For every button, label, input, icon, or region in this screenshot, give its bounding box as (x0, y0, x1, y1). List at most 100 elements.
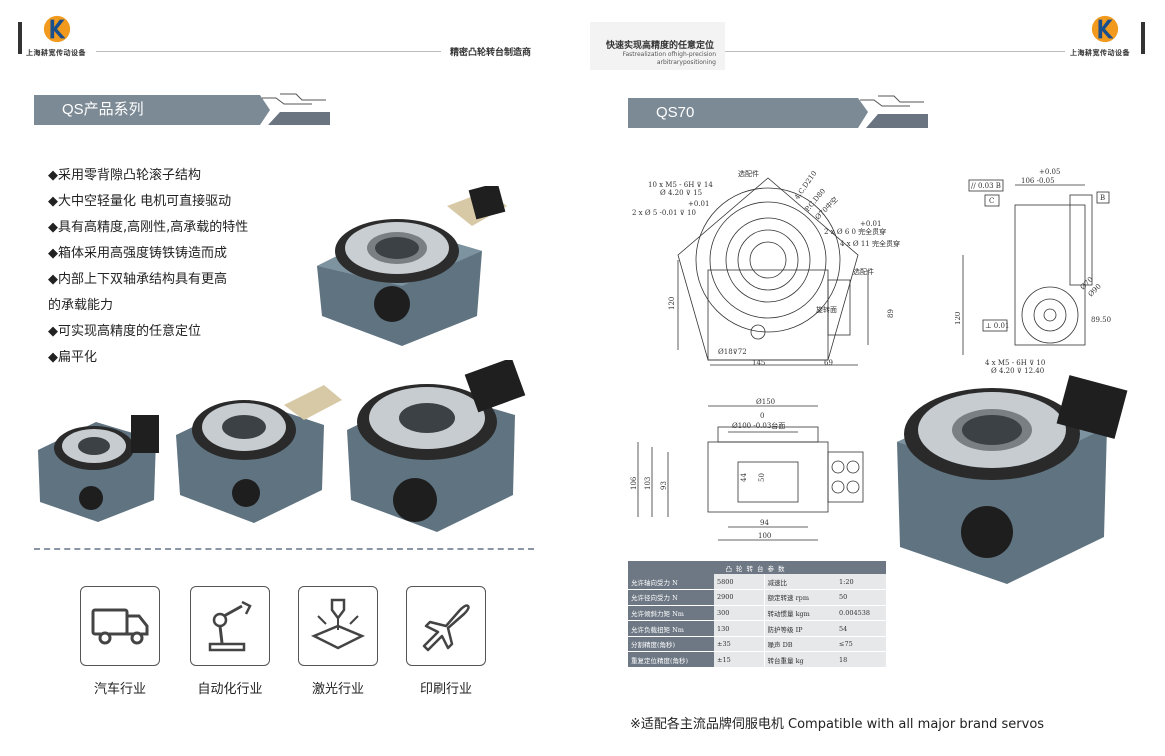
company-logo-left (42, 14, 72, 48)
feature-item: ◆大中空轻量化 电机可直接驱动 (48, 194, 232, 209)
industry-label-auto: 汽车行业 (93, 682, 146, 697)
product-image-small-3 (347, 360, 526, 532)
param-value: 130 (714, 620, 764, 637)
tagline-right-en-2: arbitrarypositioning (656, 59, 716, 66)
dwg-label: 2 x Ø 6 0 完全贯穿 (824, 227, 886, 236)
section-banner-right: QS70 (628, 98, 856, 128)
banner-decoration-left (250, 93, 330, 125)
dwg-label: 93 (660, 481, 668, 490)
banner-decoration-right (848, 95, 928, 128)
tagline-right-en-1: Fastrealization ofhigh-precision (622, 51, 716, 58)
param-key: 允许轴向受力 N (628, 574, 714, 591)
param-key: 允许负载扭矩 Nm (628, 620, 714, 637)
param-value: 1:20 (836, 574, 886, 591)
airplane-icon (422, 604, 470, 652)
dwg-label: Ø 4.20 ⊽ 12.40 (991, 367, 1044, 375)
product-image-qs70 (897, 375, 1128, 584)
dwg-label: 69 (824, 359, 833, 367)
feature-item: ◆具有高精度,高刚性,高承载的特性 (48, 220, 249, 235)
param-key: 减速比 (763, 574, 836, 591)
dwg-label: Ø18⊽72 (718, 348, 747, 356)
feature-item: ◆箱体采用高强度铸铁铸造而成 (48, 246, 227, 261)
robot-arm-icon (208, 600, 252, 652)
param-value: 18 (836, 651, 886, 669)
header-right-bar (1141, 22, 1145, 54)
dwg-label: 145 (752, 359, 765, 367)
dwg-label: // 0.03 B (971, 182, 1001, 190)
param-value: ±35 (714, 636, 764, 653)
header-line-left (96, 51, 441, 52)
dwg-label: 120 (955, 312, 962, 325)
dwg-label: 10 x M5 - 6H ⊽ 14 (648, 181, 713, 189)
dwg-label: 2 x Ø 5 -0.01 ⊽ 10 (632, 209, 696, 217)
dwg-label: 4 x Ø 11 完全贯穿 (840, 239, 900, 248)
feature-list: ◆采用零背隙凸轮滚子结构 ◆大中空轻量化 电机可直接驱动 ◆具有高精度,高刚性,… (48, 163, 298, 371)
parameter-table: 凸轮转台参数 允许轴向受力 N 5800 减速比 1:20 允许径向受力 N 2… (628, 561, 886, 669)
company-logo-right (1090, 14, 1120, 48)
dwg-label: ⊥ 0.01 (985, 322, 1009, 330)
param-value: 5800 (714, 574, 764, 591)
param-key: 额定转速 rpm (763, 589, 836, 606)
dwg-label: 0 (760, 412, 764, 420)
industry-label-laser: 激光行业 (311, 682, 364, 697)
industry-label-automation: 自动化行业 (197, 682, 263, 697)
feature-item: ◆内部上下双轴承结构具有更高 (48, 272, 227, 287)
dwg-label: 89.50 (1091, 316, 1111, 324)
company-name-right: 上海耕宽传动设备 (1070, 49, 1130, 57)
dwg-label: 100 (758, 532, 771, 540)
param-key: 防护等级 IP (763, 620, 836, 637)
param-key: 分割精度(角秒) (628, 636, 714, 653)
table-row: 允许倾斜力矩 Nm 300 转动惯量 kgm 0.004538 (628, 605, 886, 622)
truck-icon-box (80, 586, 160, 666)
table-row: 分割精度(角秒) ±35 噪声 DB ≤75 (628, 636, 886, 653)
param-value: ≤75 (836, 636, 886, 653)
header-tagline-box (590, 22, 725, 70)
dwg-label: 旋转面 (816, 305, 837, 314)
dwg-label: +0.01 (688, 200, 709, 208)
param-value: 300 (714, 605, 764, 622)
drawing-front-view: Ø150 0 Ø100 -0.03台面 106 103 93 44 50 94 … (630, 398, 864, 541)
dwg-label: C (989, 197, 994, 205)
param-key: 允许径向受力 N (628, 589, 714, 606)
param-key: 转台重量 kg (763, 651, 836, 669)
dwg-label: 106 -0.05 (1021, 177, 1055, 185)
dwg-label: 50 (758, 473, 766, 482)
param-value: 2900 (714, 589, 764, 606)
param-value: 50 (836, 589, 886, 606)
param-key: 噪声 DB (763, 636, 836, 653)
param-key: 允许倾斜力矩 Nm (628, 605, 714, 622)
feature-item: 的承载能力 (48, 298, 114, 313)
dwg-label: Ø100 -0.03台面 (732, 421, 785, 430)
drawing-top-view: 选配件 10 x M5 - 6H ⊽ 14 Ø 4.20 ⊽ 15 +0.01 … (632, 169, 900, 367)
param-value: 0.004538 (836, 605, 886, 622)
airplane-icon-box (406, 586, 486, 666)
servo-compat-note: ※适配各主流品牌伺服电机 Compatible with all major b… (630, 717, 1045, 732)
feature-item: ◆采用零背隙凸轮滚子结构 (48, 168, 201, 183)
section-banner-left: QS产品系列 (34, 95, 259, 125)
table-title: 凸轮转台参数 (628, 561, 886, 574)
tagline-left: 精密凸轮转台制造商 (450, 48, 532, 58)
dwg-label: Ø150 (756, 398, 775, 406)
header-left-bar (18, 22, 22, 54)
table-row: 允许轴向受力 N 5800 减速比 1:20 (628, 574, 886, 591)
robot-arm-icon-box (190, 586, 270, 666)
feature-item: ◆可实现高精度的任意定位 (48, 324, 201, 339)
product-image-small-1 (38, 415, 159, 522)
drawing-side-view: +0.05 106 -0.05 // 0.03 B C B Ø70 Ø90 89… (955, 168, 1111, 375)
dwg-label: 120 (668, 297, 676, 310)
table-row: 允许径向受力 N 2900 额定转速 rpm 50 (628, 589, 886, 606)
dwg-label: 选配件 (853, 267, 874, 276)
laser-icon (310, 598, 366, 650)
dwg-label: +0.05 (1039, 168, 1060, 176)
dwg-label: 4 x M5 - 6H ⊽ 10 (985, 359, 1045, 367)
dwg-label: 选配件 (738, 169, 759, 178)
product-image-small-2 (176, 385, 342, 523)
dwg-label: 106 (630, 476, 638, 490)
dwg-label: +0.01 (860, 220, 881, 228)
section-divider (34, 548, 534, 550)
dwg-label: Ø 4.20 ⊽ 15 (660, 189, 702, 197)
laser-icon-box (298, 586, 378, 666)
table-row: 允许负载扭矩 Nm 130 防护等级 IP 54 (628, 620, 886, 637)
tagline-right-cn: 快速实现高精度的任意定位 (606, 41, 715, 51)
dwg-label: 44 (740, 473, 748, 482)
